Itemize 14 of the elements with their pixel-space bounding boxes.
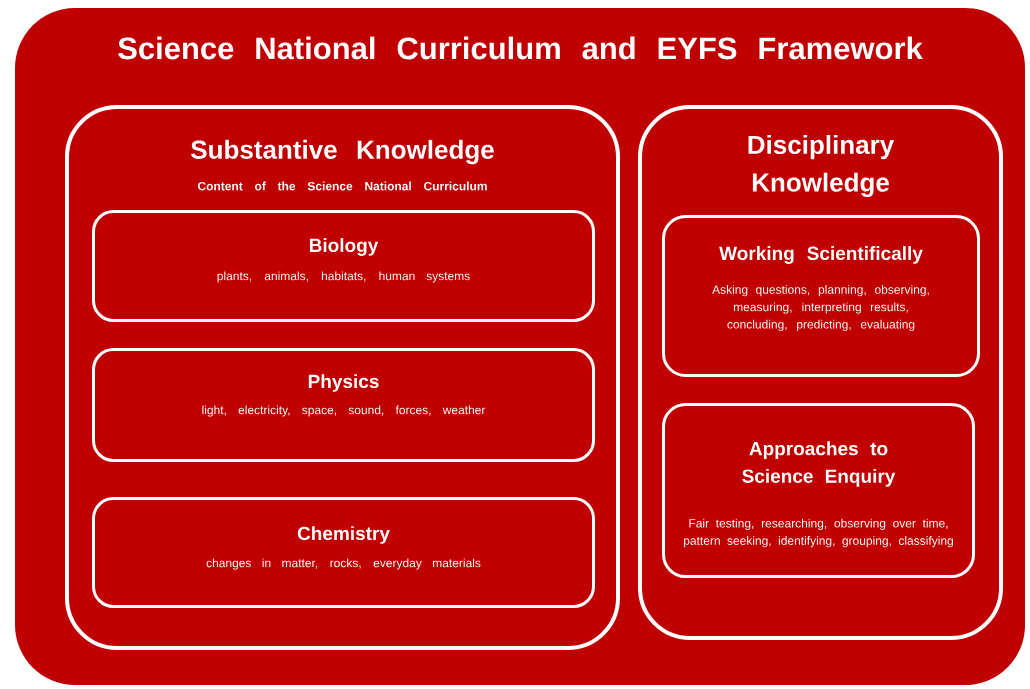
heading: Chemistry [297, 526, 390, 544]
description: light, electricity, space, sound, forces, weather [202, 405, 486, 417]
heading: Substantive Knowledge [191, 139, 494, 165]
heading: Physics [308, 374, 379, 392]
description: Fair testing, researching, observing over time, pattern seeking, identifying, grouping, classifying [684, 518, 953, 548]
description: Asking questions, planning, observing, measuring, interpreting results, concluding, predicting, evaluating [712, 285, 929, 331]
heading: Working Scientifically [719, 246, 923, 264]
description: plants, animals, habitats, human systems [217, 271, 470, 283]
heading: Content of the Science National Curriculum [197, 181, 487, 191]
description: changes in matter, rocks, everyday materials [206, 558, 481, 570]
heading: Biology [309, 238, 379, 256]
heading: Disciplinary Knowledge [748, 135, 895, 197]
heading: Approaches to Science Enquiry [742, 441, 896, 487]
heading: Science National Curriculum and EYFS Framework [118, 36, 923, 60]
